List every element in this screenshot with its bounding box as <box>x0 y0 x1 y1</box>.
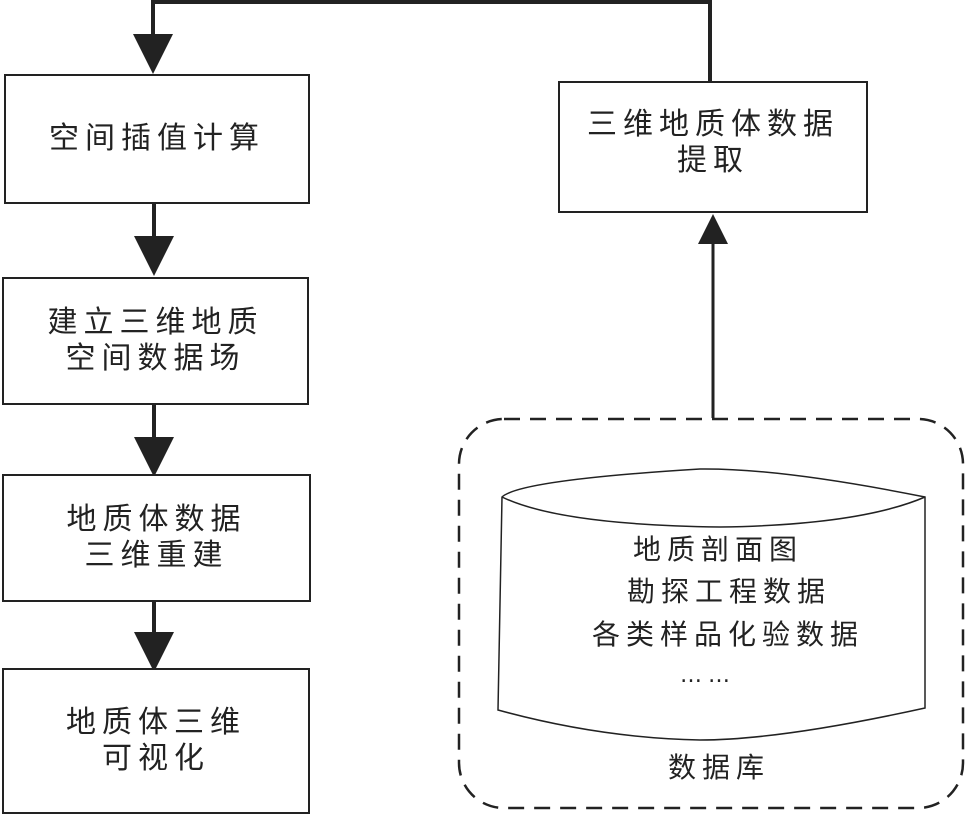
arrow-extract-to-interpolation <box>133 0 712 83</box>
box-interpolation: 空间插值计算 <box>4 74 310 204</box>
box-reconstruction-line-2: 三维重建 <box>84 538 229 573</box>
database-item-2: 勘探工程数据 <box>627 575 832 608</box>
box-extract-line-1: 三维地质体数据 <box>587 107 839 142</box>
database-item-1: 地质剖面图 <box>633 533 804 566</box>
box-data-field-line-2: 空间数据场 <box>65 341 246 376</box>
box-extract: 三维地质体数据 提取 <box>558 81 868 213</box>
box-extract-line-2: 提取 <box>677 143 749 178</box>
database-label: 数据库 <box>668 751 771 784</box>
box-visualization-line-1: 地质体三维 <box>66 705 246 740</box>
box-visualization: 地质体三维 可视化 <box>2 668 310 814</box>
box-data-field: 建立三维地质 空间数据场 <box>2 277 309 405</box>
box-reconstruction-line-1: 地质体数据 <box>66 502 247 537</box>
box-data-field-line-1: 建立三维地质 <box>47 305 264 340</box>
database-cylinder <box>497 468 926 741</box>
database-item-ellipsis: …… <box>680 663 736 688</box>
database-item-3: 各类样品化验数据 <box>592 618 865 651</box>
box-visualization-line-2: 可视化 <box>102 741 210 776</box>
box-interpolation-line-1: 空间插值计算 <box>49 121 265 156</box>
database-container <box>457 417 965 810</box>
database-cylinder-top-edge <box>501 496 926 528</box>
box-reconstruction: 地质体数据 三维重建 <box>2 474 311 602</box>
